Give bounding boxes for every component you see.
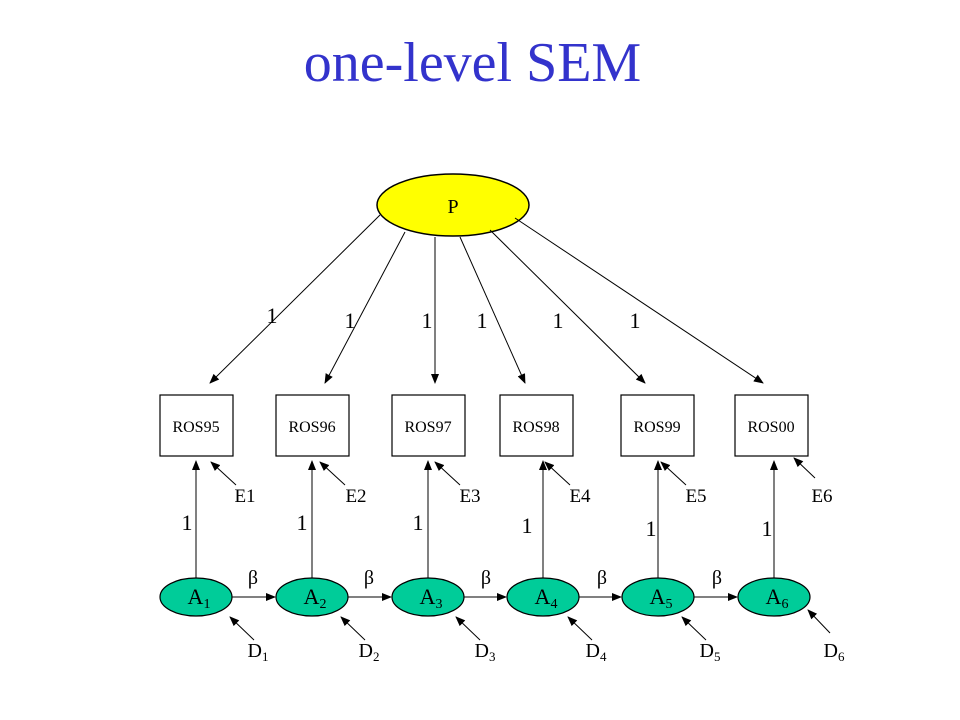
error-path-6 (793, 457, 816, 479)
indicator-label: ROS96 (288, 419, 335, 436)
error-label: E6 (811, 486, 832, 507)
factor-loading-label: 1 (422, 308, 433, 333)
latent-p-node (376, 173, 530, 237)
error-path-1 (210, 461, 237, 486)
disturbance-label: D3 (475, 640, 496, 664)
loading-path-4 (459, 236, 526, 384)
measurement-loading-label: 1 (297, 510, 308, 535)
loading-path-5 (489, 229, 646, 384)
indicator-box-6 (734, 394, 809, 457)
error-label: E1 (234, 486, 255, 507)
factor-loading-label: 1 (345, 308, 356, 333)
indicator-box-5 (620, 394, 695, 457)
indicator-label: ROS98 (512, 419, 559, 436)
beta-label: β (712, 567, 722, 589)
disturbance-label: D1 (248, 640, 269, 664)
factor-loading-label: 1 (553, 308, 564, 333)
disturbance-path-5 (681, 616, 707, 641)
beta-label: β (481, 567, 491, 589)
beta-label: β (364, 567, 374, 589)
error-label: E3 (459, 486, 480, 507)
disturbance-path-6 (807, 609, 831, 634)
indicator-box-4 (499, 394, 574, 457)
measurement-loading-label: 1 (413, 510, 424, 535)
state-label: A3 (420, 584, 443, 612)
indicator-label: ROS97 (404, 419, 451, 436)
disturbance-label: D2 (359, 640, 380, 664)
state-node-6 (737, 577, 811, 617)
error-path-5 (660, 461, 687, 486)
indicator-label: ROS95 (172, 419, 219, 436)
beta-label: β (248, 567, 258, 589)
slide-title: one-level SEM (303, 32, 642, 94)
disturbance-label: D4 (586, 640, 607, 664)
latent-p-label: P (447, 196, 458, 218)
factor-loading-label: 1 (477, 308, 488, 333)
measurement-loading-label: 1 (182, 510, 193, 535)
state-label: A1 (188, 584, 211, 612)
error-label: E4 (569, 486, 591, 507)
indicator-label: ROS00 (747, 419, 794, 436)
indicator-box-3 (391, 394, 466, 457)
measurement-loading-label: 1 (522, 513, 533, 538)
disturbance-path-2 (340, 616, 366, 641)
disturbance-label: D6 (824, 640, 845, 664)
error-path-3 (434, 461, 461, 486)
measurement-loading-label: 1 (762, 516, 773, 541)
factor-loading-label: 1 (267, 303, 278, 328)
indicator-label: ROS99 (633, 419, 680, 436)
measurement-loading-label: 1 (646, 516, 657, 541)
beta-label: β (597, 567, 607, 589)
error-label: E2 (345, 486, 366, 507)
loading-path-6 (514, 217, 764, 384)
error-path-4 (544, 461, 571, 486)
state-label: A5 (650, 584, 673, 612)
loading-path-1 (209, 214, 381, 384)
error-path-2 (319, 461, 346, 486)
disturbance-path-4 (567, 616, 593, 641)
state-label: A4 (535, 584, 558, 612)
error-label: E5 (685, 486, 706, 507)
state-label: A2 (304, 584, 327, 612)
disturbance-label: D5 (700, 640, 721, 664)
loading-path-2 (324, 231, 406, 384)
indicator-box-1 (159, 394, 234, 457)
factor-loading-label: 1 (630, 308, 641, 333)
disturbance-path-3 (455, 616, 481, 641)
disturbance-path-1 (229, 616, 255, 641)
state-label: A6 (766, 584, 789, 612)
indicator-box-2 (275, 394, 350, 457)
